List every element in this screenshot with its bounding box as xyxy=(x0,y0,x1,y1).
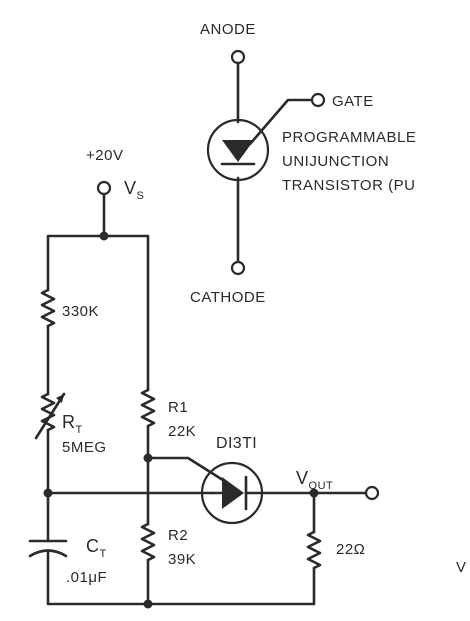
gate-divider: R1 22K R2 39K xyxy=(140,388,196,609)
ct-value-label: .01μF xyxy=(66,569,107,586)
potentiometer-rt xyxy=(40,392,56,432)
capacitor-ground-wire xyxy=(46,549,150,606)
rt-label: RT xyxy=(62,412,83,436)
r2-name-label: R2 xyxy=(168,527,188,544)
potentiometer-rt-arrow xyxy=(34,392,66,440)
ct-label: CT xyxy=(86,536,107,560)
put-pinout-symbol: ANODE GATE CATHODE PROGRAMMABLE UNIJUNCT… xyxy=(190,21,416,306)
put-diode-triangle xyxy=(222,140,254,162)
r2-value-label: 39K xyxy=(168,551,196,568)
cropped-edge-label: V xyxy=(456,559,467,576)
gate-terminal xyxy=(310,92,326,108)
put-description-line2: UNIJUNCTION xyxy=(282,153,389,170)
r1-name-label: R1 xyxy=(168,399,188,416)
vs-terminal xyxy=(96,180,112,196)
supply-voltage-label: +20V xyxy=(86,147,123,164)
r1-value-label: 22K xyxy=(168,423,196,440)
anode-terminal xyxy=(230,49,246,65)
put-output-stage: DI3TI VOUT 22Ω xyxy=(46,435,380,606)
load-resistor-label: 22Ω xyxy=(336,541,365,558)
put-description-line1: PROGRAMMABLE xyxy=(282,129,416,146)
supply-rail xyxy=(46,234,150,392)
anode-label: ANODE xyxy=(200,21,256,38)
resistor-330k xyxy=(40,288,56,328)
cathode-label: CATHODE xyxy=(190,289,266,306)
put-device-triangle xyxy=(222,477,244,509)
gate-lead xyxy=(248,98,314,146)
load-ground-wire xyxy=(146,566,316,606)
resistor-r2 xyxy=(140,522,156,562)
put-gate-wire xyxy=(146,456,228,484)
put-part-number: DI3TI xyxy=(216,435,257,452)
potentiometer-rt-arrowhead xyxy=(56,394,64,403)
resistor-r1 xyxy=(140,388,156,428)
vout-label: VOUT xyxy=(296,468,333,492)
put-description-line3: TRANSISTOR (PU xyxy=(282,177,415,194)
cathode-terminal xyxy=(230,260,246,276)
vs-label: VS xyxy=(124,178,144,202)
rt-value-label: 5MEG xyxy=(62,439,107,456)
gate-label: GATE xyxy=(332,93,374,110)
resistor-330k-label: 330K xyxy=(62,303,99,320)
timing-branch: 330K RT 5MEG CT .01μF xyxy=(28,288,150,606)
supply-section: +20V VS xyxy=(46,147,150,392)
resistor-22-ohm xyxy=(306,530,322,570)
vout-terminal xyxy=(364,485,380,501)
